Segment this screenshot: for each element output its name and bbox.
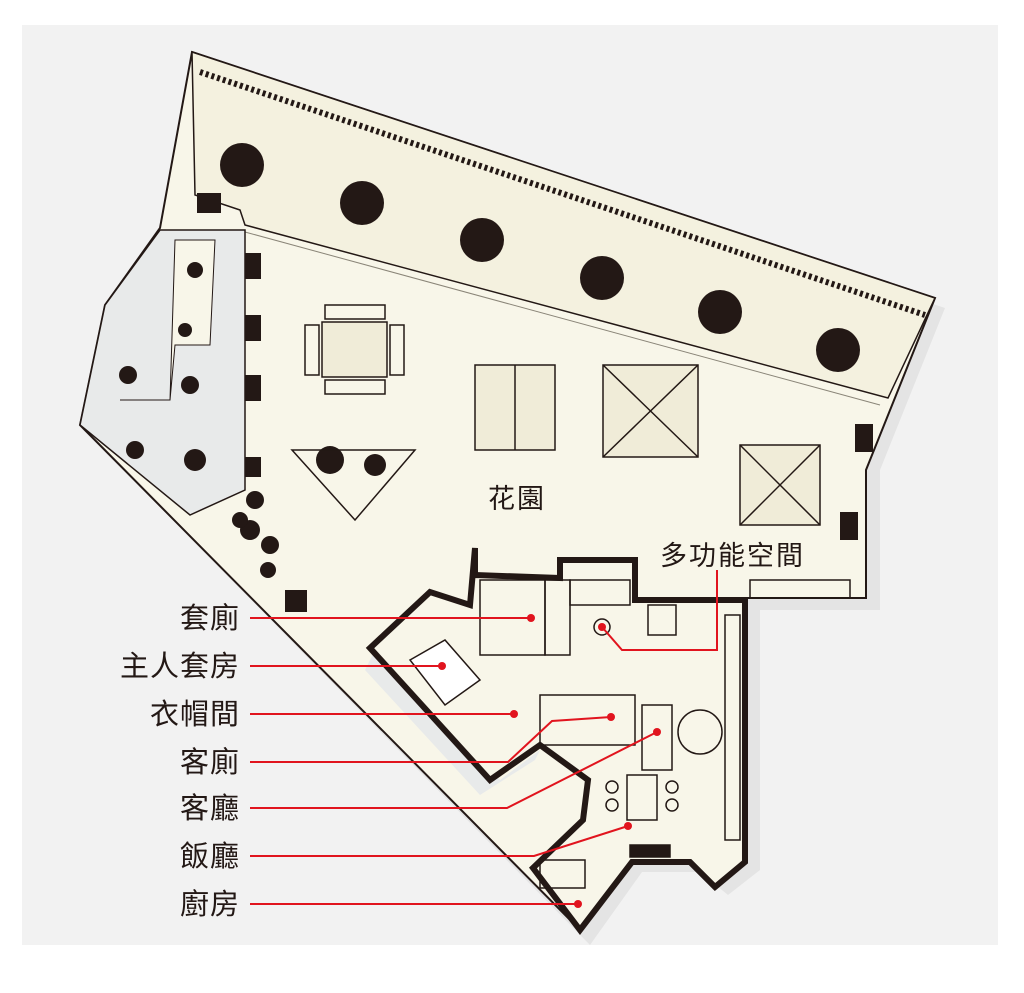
- hedge-row: [199, 69, 926, 318]
- garden-edge: [244, 231, 881, 406]
- marker-dot: [527, 614, 535, 622]
- label-walk-in-closet: 衣帽間: [149, 697, 240, 731]
- label-guest-bath: 客廁: [179, 745, 240, 779]
- label-master-bedroom: 主人套房: [119, 649, 240, 683]
- marker-dot: [438, 662, 446, 670]
- terrace-strip: [191, 50, 937, 399]
- label-dining-room: 飯廳: [179, 839, 240, 873]
- leader-multipurpose: [601, 570, 718, 651]
- marker-dot: [607, 713, 615, 721]
- leader-living-room: [250, 731, 658, 809]
- marker-dot: [653, 728, 661, 736]
- garden-label: 花園: [488, 484, 546, 515]
- marker-dot: [598, 623, 606, 631]
- leader-dining-room: [250, 825, 629, 857]
- marker-dot: [574, 900, 582, 908]
- apartment-fixtures: [408, 579, 851, 889]
- plants: [119, 143, 873, 612]
- planter-bed: [120, 239, 216, 401]
- label-kitchen: 廚房: [179, 887, 240, 921]
- label-ensuite-bath: 套廁: [179, 601, 240, 635]
- marker-dot: [510, 710, 518, 718]
- label-living-room: 客廳: [179, 791, 240, 825]
- marker-dot: [624, 822, 632, 830]
- leader-guest-bath: [250, 716, 612, 763]
- garden-furniture: [290, 304, 821, 526]
- apartment-walls: [365, 547, 748, 935]
- multipurpose-label: 多功能空間: [660, 541, 805, 572]
